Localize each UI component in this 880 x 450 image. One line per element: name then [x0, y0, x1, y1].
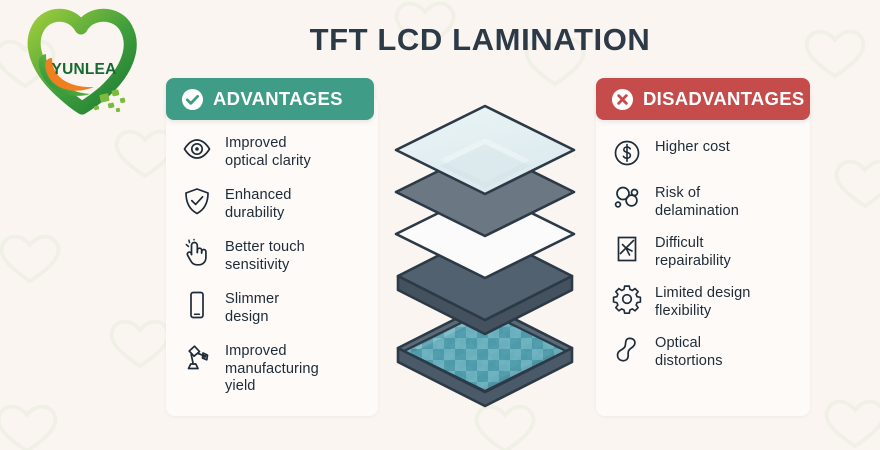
cracked-screen-icon — [617, 236, 637, 262]
distortion-blob-icon — [616, 337, 636, 362]
smartphone-icon — [190, 291, 204, 319]
list-item-label: Improved manufacturing yield — [225, 343, 319, 394]
yunlea-heart-logo — [27, 8, 137, 115]
list-item: Improved manufacturing yield — [182, 342, 319, 396]
cover-glass-layer — [394, 104, 576, 196]
list-item: Better touch sensitivity — [182, 238, 305, 274]
exploded-lcd-layer-stack — [378, 96, 592, 416]
list-item-label: Enhanced durability — [225, 187, 292, 221]
check-circle-icon — [181, 88, 204, 110]
dollar-coin-icon — [614, 140, 640, 166]
x-circle-icon — [611, 88, 634, 110]
disadvantages-header: DISADVANTAGES — [596, 78, 810, 120]
list-item-label: Slimmer design — [225, 291, 280, 325]
list-item-label: Optical distortions — [655, 335, 723, 369]
page-title: TFT LCD LAMINATION — [309, 22, 651, 57]
list-item-label: Better touch sensitivity — [225, 239, 305, 273]
touch-hand-icon — [185, 238, 207, 266]
disadvantages-card: DISADVANTAGES Higher cost Risk of del — [596, 78, 810, 416]
list-item-label: Improved optical clarity — [225, 135, 311, 169]
advantages-header: ADVANTAGES — [166, 78, 374, 120]
list-item: Difficult repairability — [612, 234, 731, 270]
advantages-header-label: ADVANTAGES — [213, 88, 343, 109]
list-item: Optical distortions — [612, 334, 723, 370]
disadvantages-header-label: DISADVANTAGES — [643, 88, 805, 109]
list-item-label: Difficult repairability — [655, 235, 731, 269]
list-item: Higher cost — [612, 138, 730, 168]
robot-arm-icon — [187, 345, 209, 370]
list-item: Enhanced durability — [182, 186, 292, 222]
bubbles-icon — [614, 186, 639, 208]
list-item: Limited design flexibility — [612, 284, 751, 320]
list-item-label: Higher cost — [655, 139, 730, 155]
advantages-card: ADVANTAGES Improved optical clarity Enha… — [166, 78, 378, 416]
list-item: Improved optical clarity — [182, 134, 311, 170]
shield-check-icon — [185, 188, 209, 215]
list-item: Slimmer design — [182, 290, 279, 326]
list-item: Risk of delamination — [612, 184, 739, 220]
list-item-label: Limited design flexibility — [655, 285, 751, 319]
logo-wordmark: YUNLEA — [51, 61, 117, 78]
gear-icon — [612, 285, 642, 314]
yunlea-logo: YUNLEA — [16, 8, 146, 130]
list-item-label: Risk of delamination — [655, 185, 739, 219]
eye-icon — [183, 139, 211, 159]
